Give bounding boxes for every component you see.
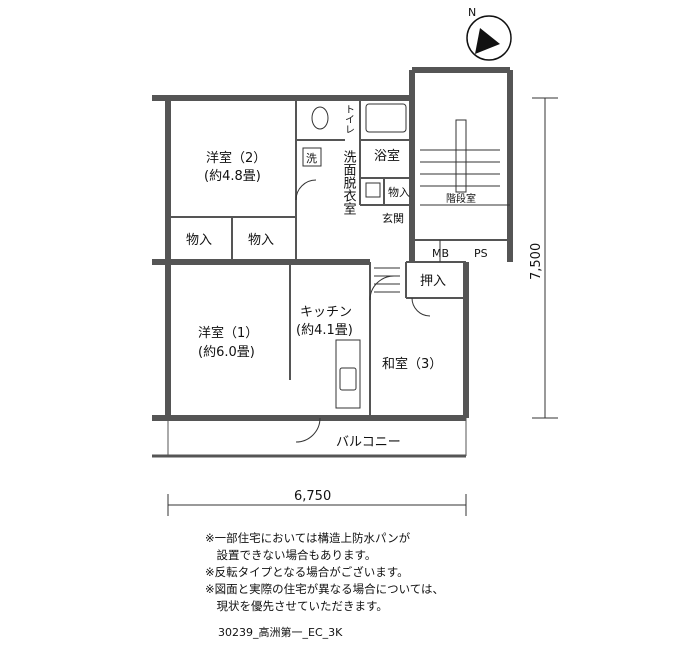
note-line: 現状を優先させていただきます。 [205, 599, 388, 613]
storage-b-label: 物入 [248, 233, 274, 248]
entrance-label: 玄関 [382, 211, 404, 225]
notes: ※一部住宅においては構造上防水パンが 設置できない場合もあります。 ※反転タイプ… [205, 530, 444, 615]
western-room-2-size: (約4.8畳) [204, 169, 261, 184]
stairwell-label: 階段室 [446, 192, 476, 205]
fixtures [302, 103, 510, 409]
western-room-1-size: (約6.0畳) [198, 345, 255, 360]
washroom-label: 洗面脱衣室 [341, 150, 357, 215]
kitchen-size: (約4.1畳) [296, 323, 353, 338]
toilet-label: トイレ [343, 104, 355, 134]
kitchen-name: キッチン [300, 305, 352, 320]
width-dimension: 6,750 [294, 489, 331, 504]
stove-icon [339, 367, 357, 391]
note-line: 設置できない場合もあります。 [205, 548, 377, 562]
north-compass-icon: N [466, 6, 512, 61]
balcony [152, 418, 467, 458]
oshiire-label: 押入 [420, 274, 446, 289]
note-line: ※図面と実際の住宅が異なる場合については、 [205, 582, 445, 596]
storage-a-label: 物入 [186, 233, 212, 248]
depth-dimension: 7,500 [529, 243, 544, 280]
ps-label: PS [474, 247, 488, 260]
bath-label: 浴室 [374, 148, 400, 164]
mb-label: MB [432, 247, 449, 260]
compass-label: N [468, 6, 476, 19]
washer-label: 洗 [306, 152, 317, 165]
partitions [168, 98, 510, 418]
note-line: ※反転タイプとなる場合がございます。 [205, 565, 409, 579]
balcony-label: バルコニー [336, 435, 401, 450]
plan-code: 30239_高洲第一_EC_3K [218, 626, 343, 639]
stair-rail-icon [455, 119, 467, 193]
depth-dimension-line [532, 97, 558, 419]
width-dimension-line [167, 494, 467, 516]
walls [152, 67, 513, 421]
sink-icon [365, 182, 381, 198]
toilet-icon [311, 106, 329, 130]
bathtub-icon [365, 103, 407, 133]
kitchen-counter-icon [335, 339, 361, 409]
storage-c-label: 物入 [388, 185, 410, 199]
western-room-1-name: 洋室（1） [198, 325, 258, 341]
japanese-room-3-name: 和室（3） [382, 356, 442, 372]
doors [295, 179, 431, 443]
western-room-2-name: 洋室（2） [206, 150, 266, 166]
washing-machine-icon [302, 147, 322, 167]
note-line: ※一部住宅においては構造上防水パンが [205, 531, 411, 545]
